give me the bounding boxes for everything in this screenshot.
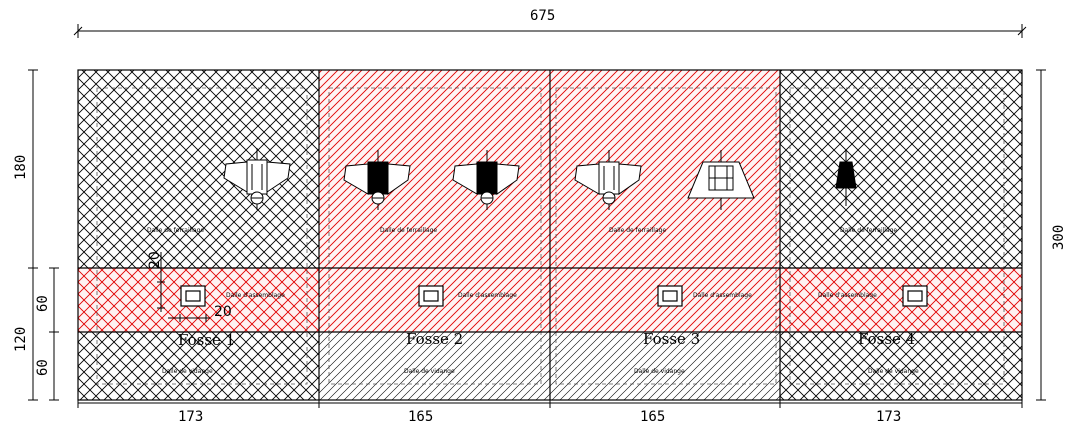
equipment-fosse-4: [835, 150, 857, 206]
lower-sub-height-1: 60: [35, 295, 51, 312]
fosse-4-top-label: Dalle de ferraillage: [840, 227, 897, 234]
bottom-cell-2: [319, 332, 550, 400]
fosse-1-name: Fosse 1: [178, 331, 235, 349]
equipment-fosse-2a: [343, 150, 411, 210]
fosse-1-top-label: Dalle de ferraillage: [147, 227, 204, 234]
fosse-2-bottom-label: Dalle de vidange: [404, 368, 455, 375]
total-height-label: 300: [1051, 225, 1067, 250]
top-dimension-line: [73, 24, 1027, 38]
fosse-3-name: Fosse 3: [643, 330, 700, 348]
equipment-symbols: [223, 148, 857, 210]
cell-width-4: 173: [876, 409, 901, 425]
fosse-1-mid-label: Dalle d'assemblage: [226, 292, 285, 299]
fosse-3-mid-label: Dalle d'assemblage: [693, 292, 752, 299]
cell-width-3: 165: [640, 409, 665, 425]
fosse-4-bottom-label: Dalle de vidange: [868, 368, 919, 375]
detail-vertical-label: 20: [147, 251, 163, 269]
cell-width-2: 165: [408, 409, 433, 425]
cell-labels: Dalle de ferraillage Dalle de ferraillag…: [147, 227, 919, 375]
equipment-fosse-3b: [687, 150, 755, 210]
equipment-fosse-2b: [452, 150, 520, 210]
top-band-height: 180: [13, 155, 29, 180]
top-cell-4: [780, 70, 1022, 268]
fosse-1-bottom-label: Dalle de vidange: [162, 368, 213, 375]
bottom-cell-1: [78, 332, 319, 400]
fosse-4-name: Fosse 4: [858, 330, 915, 348]
equipment-fosse-3a: [574, 150, 642, 210]
lower-band-height: 120: [13, 327, 29, 352]
cell-width-1: 173: [178, 409, 203, 425]
right-dimension-line: [1036, 69, 1046, 401]
bottom-cell-3: [550, 332, 780, 400]
detail-dimensions: [157, 252, 210, 322]
total-width-label: 675: [530, 8, 555, 24]
grid-lines: [77, 69, 1023, 401]
detail-horizontal-label: 20: [214, 304, 232, 320]
assemblage-squares: [180, 285, 928, 307]
bottom-cell-4: [780, 332, 1022, 400]
fosse-3-bottom-label: Dalle de vidange: [634, 368, 685, 375]
fosse-3-top-label: Dalle de ferraillage: [609, 227, 666, 234]
bottom-dimension-line: [77, 398, 1023, 408]
left-dimension-lines: [28, 69, 59, 401]
fosse-2-top-label: Dalle de ferraillage: [380, 227, 437, 234]
fosse-names: Fosse 1 Fosse 2 Fosse 3 Fosse 4: [178, 330, 915, 349]
inner-dashed-outlines: [96, 87, 1005, 385]
lower-sub-height-2: 60: [35, 359, 51, 376]
fosse-2-mid-label: Dalle d'assemblage: [458, 292, 517, 299]
bottom-band: [78, 332, 1022, 400]
fosse-2-name: Fosse 2: [406, 330, 463, 348]
fosse-4-mid-label: Dalle d'assemblage: [818, 292, 877, 299]
equipment-fosse-1: [223, 148, 291, 210]
mid-cell-4: [780, 268, 1022, 332]
